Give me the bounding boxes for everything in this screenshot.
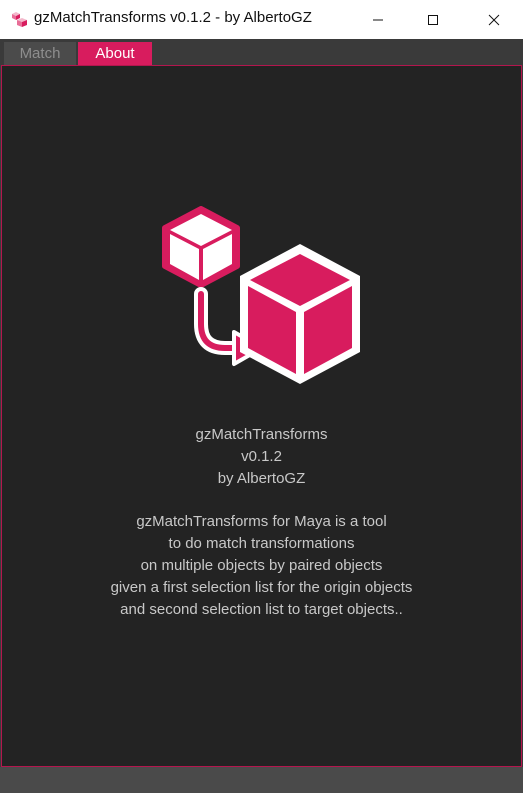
close-icon (488, 14, 500, 25)
maximize-icon (428, 14, 438, 25)
close-button[interactable] (467, 0, 521, 39)
title-bar: gzMatchTransforms v0.1.2 - by AlbertoGZ (0, 0, 523, 39)
description-line: gzMatchTransforms for Maya is a tool (136, 513, 387, 530)
description-line: on multiple objects by paired objects (140, 557, 383, 574)
minimize-button[interactable] (351, 0, 405, 39)
description-line: and second selection list to target obje… (120, 601, 403, 618)
app-description: gzMatchTransforms for Maya is a tool to … (2, 511, 521, 621)
description-line: to do match transformations (168, 535, 355, 552)
tab-about[interactable]: About (78, 42, 152, 65)
app-info: gzMatchTransforms v0.1.2 by AlbertoGZ (2, 424, 521, 490)
tab-bar: Match About (0, 39, 523, 65)
app-version: v0.1.2 (241, 448, 282, 465)
tab-match[interactable]: Match (4, 42, 76, 65)
app-cubes-icon (12, 12, 27, 27)
status-bar (0, 767, 523, 793)
app-author: by AlbertoGZ (217, 470, 306, 487)
large-cube (240, 244, 360, 384)
app-name: gzMatchTransforms (195, 426, 328, 443)
small-cube (162, 206, 240, 288)
about-panel: gzMatchTransforms v0.1.2 by AlbertoGZ gz… (1, 65, 522, 767)
minimize-icon (373, 19, 383, 20)
cube-match-logo-icon (162, 206, 360, 384)
window-title: gzMatchTransforms v0.1.2 - by AlbertoGZ (34, 9, 312, 26)
maximize-button[interactable] (406, 0, 460, 39)
description-line: given a first selection list for the ori… (110, 579, 413, 596)
